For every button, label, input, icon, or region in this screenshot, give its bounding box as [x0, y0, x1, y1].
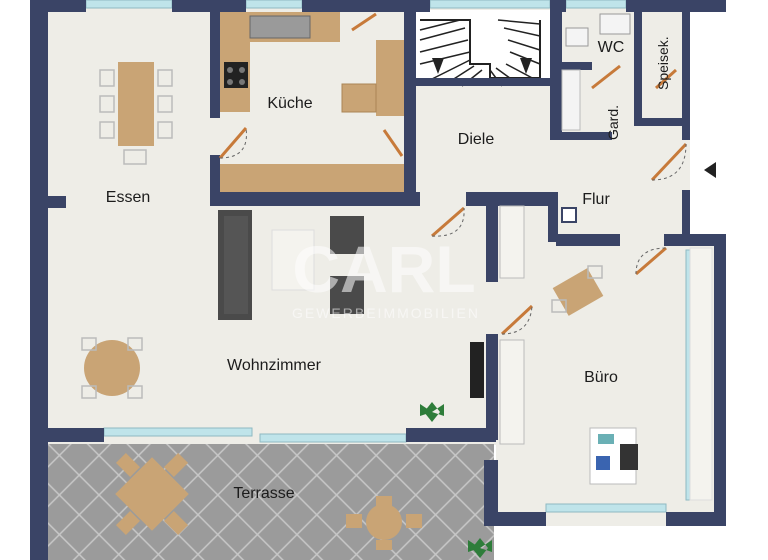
dining-furniture — [99, 62, 173, 165]
room-label-terrasse: Terrasse — [233, 485, 294, 502]
stair-arrow-icon — [432, 58, 444, 74]
stair-arrow-icon — [520, 58, 532, 74]
staircase — [416, 10, 550, 87]
bathroom-fixtures — [561, 13, 631, 131]
watermark-tagline: GEWERBEIMMOBILIEN — [292, 305, 480, 321]
room-label-kueche: Küche — [267, 95, 312, 112]
room-label-diele: Diele — [458, 131, 495, 148]
plant-icon — [420, 402, 444, 422]
room-label-wohnzimmer: Wohnzimmer — [227, 357, 322, 374]
office-furniture — [499, 205, 713, 501]
living-furniture — [81, 210, 484, 422]
watermark-logo: CARL — [292, 232, 475, 306]
terrace-furniture — [115, 452, 492, 558]
plant-icon — [468, 538, 492, 558]
doors — [218, 12, 688, 336]
door-swings — [219, 127, 687, 335]
room-label-essen: Essen — [106, 189, 150, 206]
entrance-arrow-icon — [704, 162, 716, 178]
room-labels: Essen Küche Diele WC Speisek. Gard. Flur… — [106, 36, 671, 502]
room-label-flur: Flur — [582, 191, 610, 208]
room-label-gard: Gard. — [605, 105, 621, 140]
room-label-buero: Büro — [584, 369, 618, 386]
walls — [30, 0, 726, 560]
room-label-wc: WC — [598, 39, 625, 56]
watermark: CARL GEWERBEIMMOBILIEN — [292, 232, 480, 321]
kitchen-furniture — [220, 12, 404, 192]
terrace-floor — [48, 444, 494, 560]
room-label-speisek: Speisek. — [655, 36, 671, 90]
